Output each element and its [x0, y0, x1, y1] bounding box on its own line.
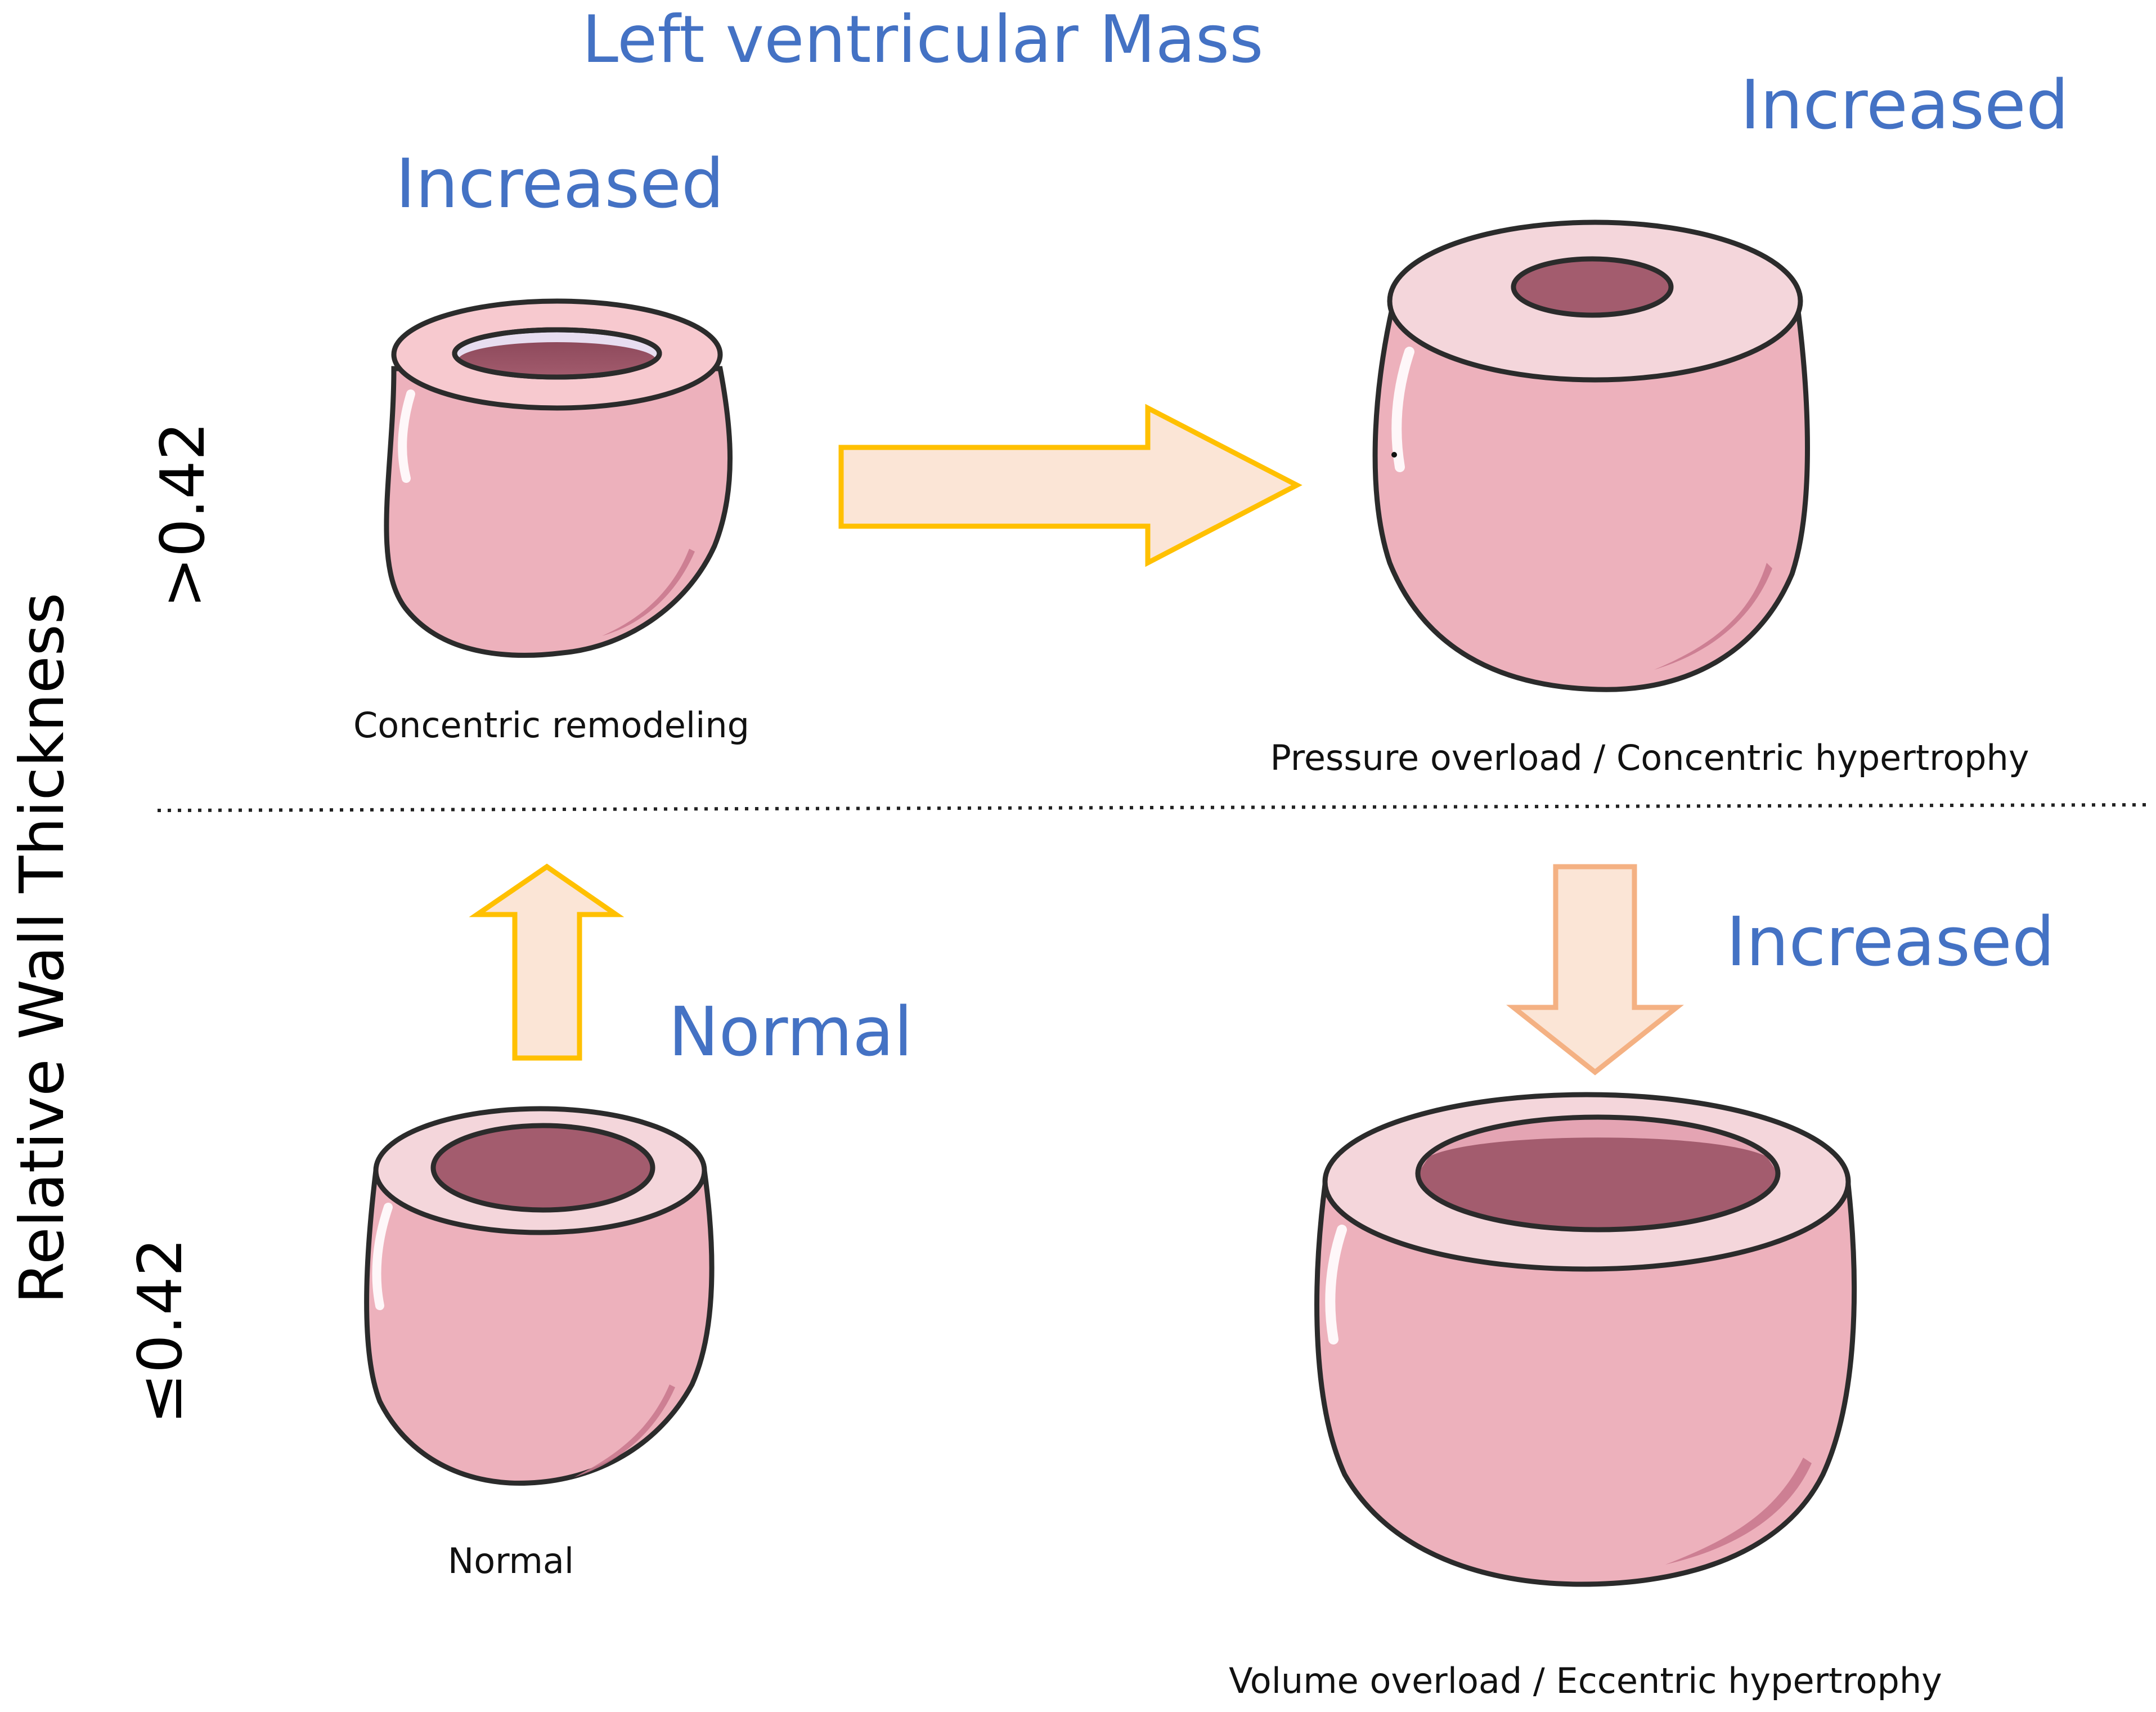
y-axis-label: Relative Wall Thickness: [7, 593, 78, 1304]
arrow-right-remodeling-to-hypertrophy: [838, 404, 1302, 567]
chart-title: Left ventricular Mass: [582, 2, 1263, 78]
caption-eccentric-hypertrophy: Volume overload / Eccentric hypertrophy: [1229, 1660, 1942, 1701]
arrow-up-normal-to-remodeling: [469, 863, 625, 1061]
y-axis-upper-label: >0.42: [148, 422, 218, 608]
mass-label-eccentric-hypertrophy: Increased: [1726, 903, 2055, 982]
mass-label-normal: Normal: [668, 993, 913, 1072]
heart-eccentric-hypertrophy: [1314, 1092, 1857, 1587]
caption-concentric-remodeling: Concentric remodeling: [353, 705, 749, 746]
arrow-down-to-eccentric: [1506, 864, 1684, 1075]
mass-label-concentric-hypertrophy: Increased: [1740, 66, 2069, 145]
heart-normal: [364, 1106, 715, 1486]
mass-label-concentric-remodeling: Increased: [396, 145, 724, 223]
heart-concentric-hypertrophy: [1372, 219, 1810, 692]
heart-concentric-remodeling: [384, 298, 733, 658]
caption-normal: Normal: [448, 1540, 574, 1581]
y-axis-lower-label: ≤0.42: [125, 1238, 196, 1424]
threshold-separator: [157, 803, 2150, 812]
caption-concentric-hypertrophy: Pressure overload / Concentric hypertrop…: [1270, 737, 2029, 778]
